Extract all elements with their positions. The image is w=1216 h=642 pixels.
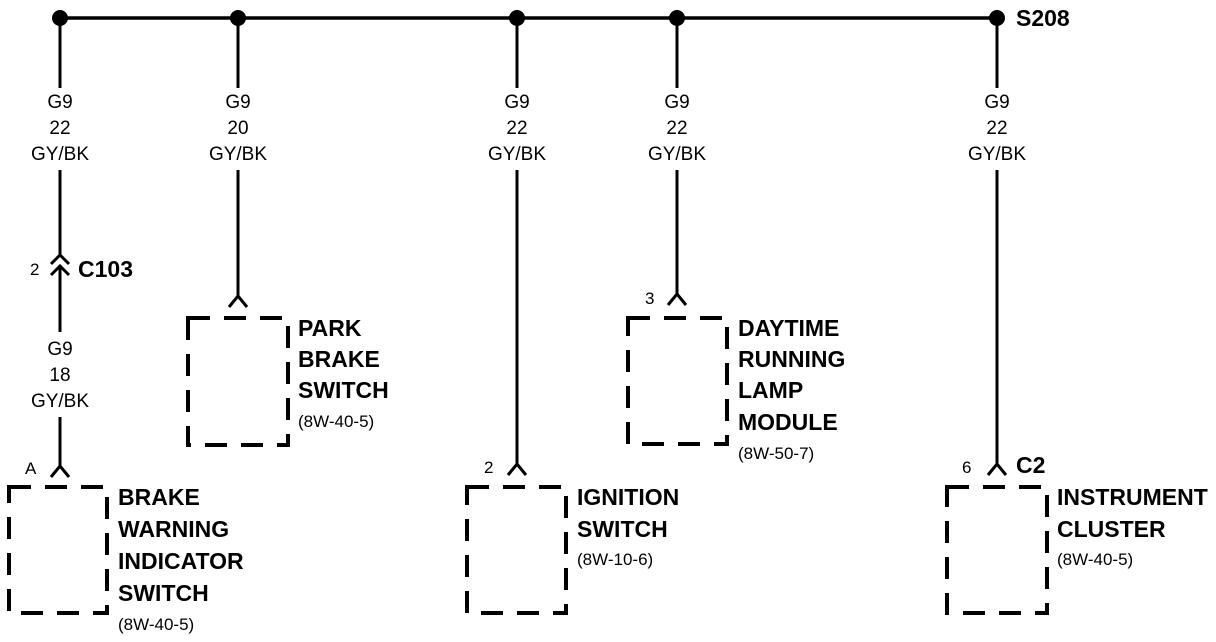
component-ref: (8W-40-5) xyxy=(298,412,374,431)
component-name-line: CLUSTER xyxy=(1057,516,1166,542)
terminal-pin: A xyxy=(25,459,37,478)
wire-color: GY/BK xyxy=(31,144,89,165)
wire-circuit: G9 xyxy=(47,339,72,360)
branch-park-brake: G9 20 GY/BK PARK BRAKE SWITCH (8W-40-5) xyxy=(186,18,389,447)
component-name-line: SWITCH xyxy=(298,377,389,403)
component-ref: (8W-50-7) xyxy=(738,444,814,463)
wire-circuit: G9 xyxy=(504,92,529,113)
component-name-line: SWITCH xyxy=(118,580,209,606)
component-box xyxy=(945,485,1049,615)
splice-label: S208 xyxy=(1016,5,1070,31)
terminal-icon xyxy=(666,291,688,306)
component-name-line: BRAKE xyxy=(118,484,200,510)
component-box xyxy=(7,485,109,615)
component-name-line: PARK xyxy=(298,315,362,341)
wire-color: GY/BK xyxy=(648,144,706,165)
wire-circuit: G9 xyxy=(984,92,1009,113)
terminal-pin: 2 xyxy=(484,458,493,477)
terminal-icon xyxy=(506,461,528,476)
component-name-line: DAYTIME xyxy=(738,315,839,341)
terminal-icon xyxy=(227,293,249,308)
connector-chevron-icon xyxy=(49,252,71,266)
component-ref: (8W-40-5) xyxy=(1057,550,1133,569)
wire-gauge: 22 xyxy=(506,118,527,139)
wire-color: GY/BK xyxy=(209,144,267,165)
branch-brake-warning: G9 22 GY/BK 2 C103 G9 18 GY/BK A BRAKE W… xyxy=(7,18,244,634)
component-box xyxy=(186,316,290,447)
branch-drl-module: G9 22 GY/BK 3 DAYTIME RUNNING LAMP MODUL… xyxy=(626,18,845,463)
component-name-line: INSTRUMENT xyxy=(1057,484,1208,510)
wire-circuit: G9 xyxy=(225,92,250,113)
component-box xyxy=(465,485,568,615)
wire-gauge: 22 xyxy=(666,118,687,139)
terminal-pin: 3 xyxy=(645,289,654,308)
component-box xyxy=(626,316,729,446)
wire-gauge: 22 xyxy=(986,118,1007,139)
wire-color: GY/BK xyxy=(31,391,89,412)
connector-pin: 2 xyxy=(30,260,39,279)
wire-circuit: G9 xyxy=(664,92,689,113)
wire-gauge: 20 xyxy=(227,118,248,139)
component-name-line: IGNITION xyxy=(577,484,679,510)
component-name-line: BRAKE xyxy=(298,346,380,372)
component-ref: (8W-40-5) xyxy=(118,615,194,634)
branch-ignition: G9 22 GY/BK 2 IGNITION SWITCH (8W-10-6) xyxy=(465,18,679,615)
component-connector: C2 xyxy=(1016,452,1045,478)
component-name-line: RUNNING xyxy=(738,346,845,372)
component-name-line: SWITCH xyxy=(577,516,668,542)
connector-name: C103 xyxy=(78,256,133,282)
wire-color: GY/BK xyxy=(488,144,546,165)
component-name-line: LAMP xyxy=(738,377,803,403)
terminal-pin: 6 xyxy=(962,458,971,477)
component-name-line: INDICATOR xyxy=(118,548,244,574)
component-name-line: MODULE xyxy=(738,409,838,435)
component-ref: (8W-10-6) xyxy=(577,550,653,569)
wire-color: GY/BK xyxy=(968,144,1026,165)
terminal-icon xyxy=(49,463,71,478)
component-name-line: WARNING xyxy=(118,516,229,542)
wire-circuit: G9 xyxy=(47,92,72,113)
wire-gauge: 22 xyxy=(49,118,70,139)
terminal-icon xyxy=(986,461,1008,476)
wire-gauge: 18 xyxy=(49,365,70,386)
branch-instrument-cluster: G9 22 GY/BK 6 C2 INSTRUMENT CLUSTER (8W-… xyxy=(945,18,1208,615)
